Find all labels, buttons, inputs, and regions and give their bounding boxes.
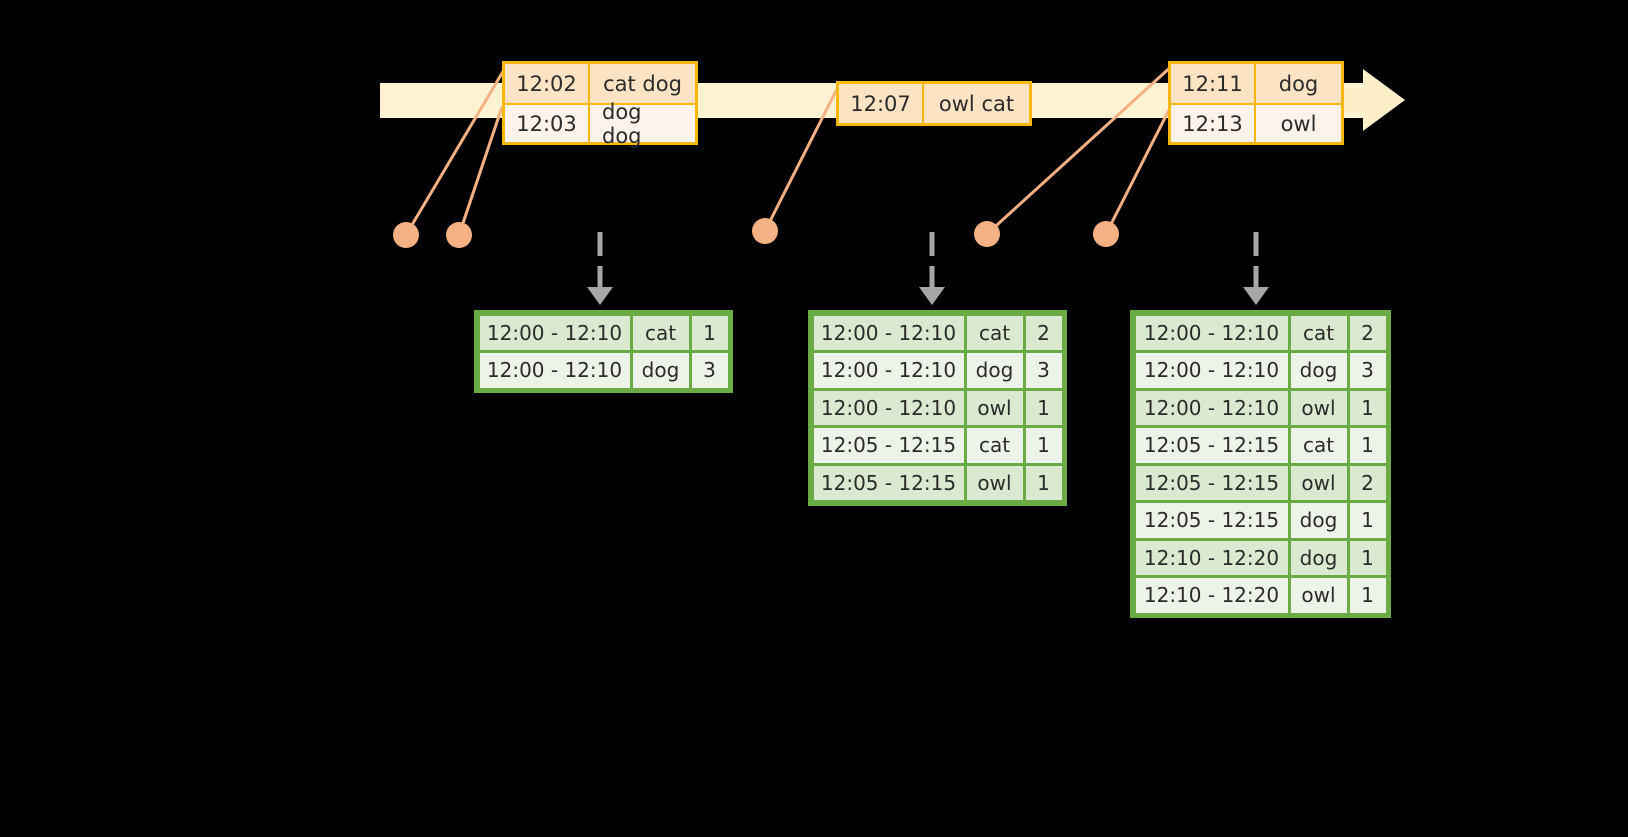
event-time: 12:02 [505,64,590,103]
timeline-event-row: 12:11 dog [1171,64,1341,103]
dashed-arrow-table-3-head-icon [1243,287,1269,305]
table-cell-word: owl [1290,390,1347,425]
table-cell-word: cat [966,428,1023,463]
dot-event-1207 [752,218,778,244]
table-cell-count: 1 [691,315,728,350]
timeline-event-box-2[interactable]: 12:07 owl cat [836,81,1032,126]
table-cell-count: 1 [1025,465,1062,500]
dashed-arrow-table-2-head-icon [919,287,945,305]
timeline-event-box-3[interactable]: 12:11 dog 12:13 owl [1168,61,1344,145]
table-cell-count: 1 [1025,390,1062,425]
event-time: 12:13 [1171,105,1256,142]
table-cell-count: 1 [1025,428,1062,463]
table-cell-window: 12:05 - 12:15 [1135,428,1288,463]
table-cell-window: 12:05 - 12:15 [1135,465,1288,500]
table-cell-word: owl [1290,465,1347,500]
table-cell-window: 12:00 - 12:10 [1135,390,1288,425]
timeline-event-box-1[interactable]: 12:02 cat dog 12:03 dog dog [502,61,698,148]
table-cell-word: dog [1290,540,1347,575]
table-cell-count: 2 [1349,465,1386,500]
table-cell-window: 12:05 - 12:15 [813,465,964,500]
event-words: owl [1256,105,1341,142]
table-cell-count: 3 [1349,353,1386,388]
event-time: 12:11 [1171,64,1256,103]
table-cell-word: owl [966,390,1023,425]
timeline-event-row: 12:13 owl [1171,103,1341,142]
table-cell-window: 12:05 - 12:15 [1135,503,1288,538]
table-cell-count: 3 [1025,353,1062,388]
table-cell-word: owl [966,465,1023,500]
table-cell-window: 12:00 - 12:10 [813,390,964,425]
table-cell-word: cat [1290,315,1347,350]
line-to-1213 [1104,103,1174,235]
event-time: 12:07 [839,84,924,123]
table-cell-window: 12:05 - 12:15 [813,428,964,463]
table-cell-window: 12:10 - 12:20 [1135,540,1288,575]
table-cell-count: 2 [1025,315,1062,350]
table-cell-word: dog [632,353,689,388]
dot-event-1202 [393,222,419,248]
timeline-event-row: 12:07 owl cat [839,84,1029,123]
table-cell-count: 1 [1349,428,1386,463]
event-words: cat dog [590,64,695,103]
dot-event-1213 [1093,221,1119,247]
table-cell-count: 3 [691,353,728,388]
table-cell-count: 1 [1349,503,1386,538]
table-cell-count: 1 [1349,540,1386,575]
table-cell-window: 12:00 - 12:10 [813,353,964,388]
table-cell-word: dog [1290,353,1347,388]
table-cell-window: 12:00 - 12:10 [813,315,964,350]
timeline-event-row: 12:02 cat dog [505,64,695,103]
table-cell-window: 12:00 - 12:10 [1135,315,1288,350]
table-cell-window: 12:10 - 12:20 [1135,578,1288,613]
table-cell-word: dog [966,353,1023,388]
event-words: dog dog [590,100,695,148]
table-cell-count: 2 [1349,315,1386,350]
timeline-arrow-head-icon [1363,69,1405,131]
table-cell-word: cat [966,315,1023,350]
event-words: owl cat [924,84,1029,123]
table-cell-window: 12:00 - 12:10 [479,315,630,350]
line-to-1203 [457,106,504,236]
event-words: dog [1256,64,1341,103]
table-cell-window: 12:00 - 12:10 [1135,353,1288,388]
table-cell-window: 12:00 - 12:10 [479,353,630,388]
table-cell-word: dog [1290,503,1347,538]
event-time: 12:03 [505,105,590,142]
table-cell-count: 1 [1349,578,1386,613]
dot-event-1203 [446,222,472,248]
table-cell-word: cat [632,315,689,350]
table-cell-count: 1 [1349,390,1386,425]
dot-event-1211 [974,221,1000,247]
table-cell-word: cat [1290,428,1347,463]
timeline-event-row: 12:03 dog dog [505,100,695,148]
table-cell-word: owl [1290,578,1347,613]
dashed-arrow-table-1-head-icon [587,287,613,305]
